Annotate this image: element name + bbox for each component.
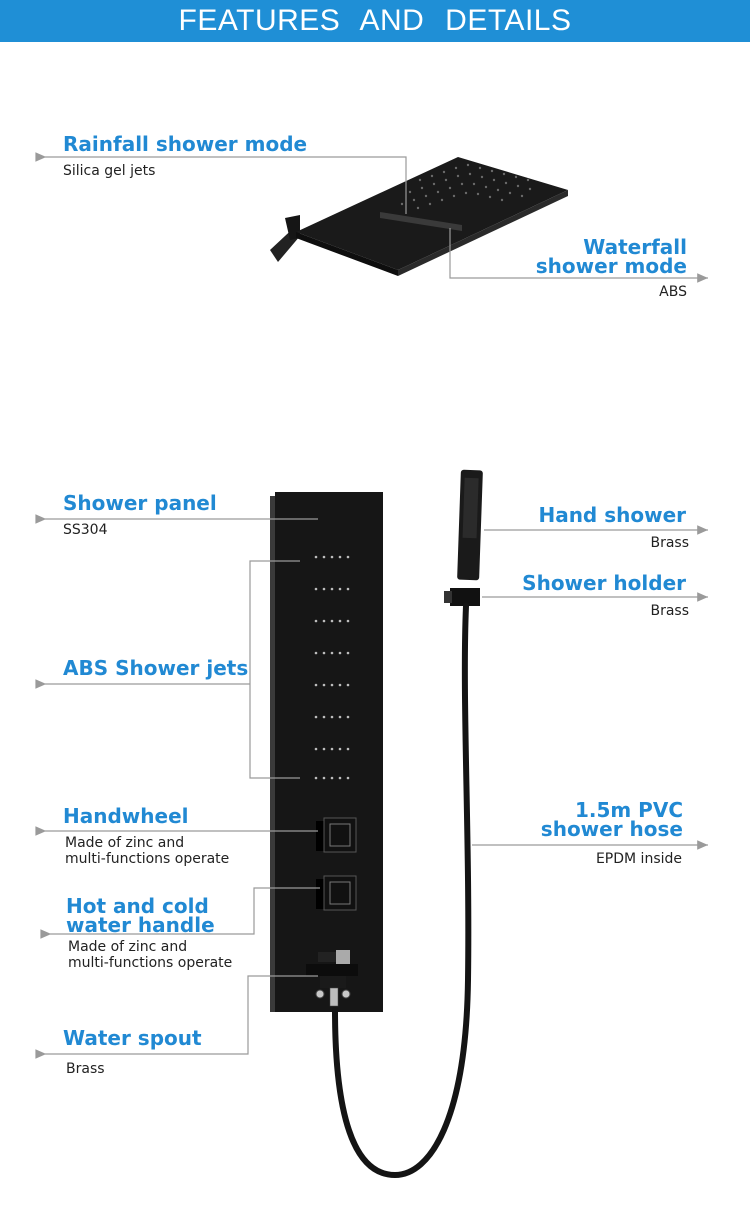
shower-holder-title: Shower holder <box>522 571 686 595</box>
hand-shower-material: Brass <box>650 535 689 551</box>
shower-panel-body <box>270 492 383 1012</box>
shower-holder <box>444 588 480 606</box>
shower-jets-title: ABS Shower jets <box>63 656 249 680</box>
hot-cold-title-line2: water handle <box>66 913 215 937</box>
handwheel-material-line2: multi-functions operate <box>65 851 230 867</box>
header-banner: FEATURES AND DETAILS <box>0 0 750 42</box>
leader-lines <box>35 152 708 1059</box>
header-title: FEATURES AND DETAILS <box>178 4 572 37</box>
hand-shower-title: Hand shower <box>538 503 686 527</box>
waterfall-mode-title-line2: shower mode <box>535 254 687 278</box>
waterfall-mode-title-line1: Waterfall <box>583 235 687 259</box>
hose-material: EPDM inside <box>595 851 682 867</box>
hot-cold-material-line2: multi-functions operate <box>68 955 233 971</box>
handwheel-title: Handwheel <box>63 804 189 828</box>
rainfall-mode-material: Silica gel jets <box>63 163 156 179</box>
rain-shower-head <box>270 157 568 276</box>
hot-cold-knob <box>316 875 357 911</box>
water-spout-material: Brass <box>66 1061 105 1077</box>
rainfall-mode-title: Rainfall shower mode <box>63 132 308 156</box>
water-spout-title: Water spout <box>63 1026 202 1050</box>
hot-cold-title-line1: Hot and cold <box>66 894 209 918</box>
diverter-spout <box>306 950 358 1007</box>
waterfall-mode-material: ABS <box>659 284 687 300</box>
shower-hose <box>332 603 472 1179</box>
hose-title-line1: 1.5m PVC <box>574 798 683 822</box>
panel-jet-rows <box>314 555 350 780</box>
hose-title-line2: shower hose <box>540 817 683 841</box>
shower-panel-title: Shower panel <box>63 491 217 515</box>
handwheel-knob <box>316 817 357 853</box>
handwheel-material-line1: Made of zinc and <box>65 835 185 851</box>
hand-shower <box>457 469 483 581</box>
shower-panel-material: SS304 <box>63 522 108 538</box>
hot-cold-material-line1: Made of zinc and <box>68 939 188 955</box>
shower-holder-material: Brass <box>650 603 689 619</box>
rain-nozzle-grid <box>400 163 532 210</box>
